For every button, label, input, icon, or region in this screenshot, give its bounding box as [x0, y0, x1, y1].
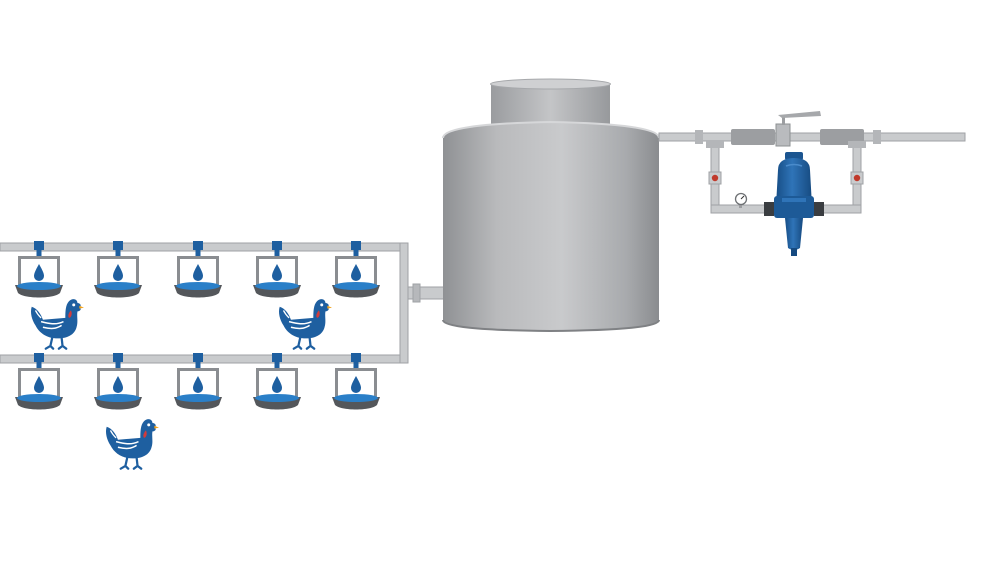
tank-lid: [490, 78, 611, 90]
upper-drinker-line-pipe: [0, 242, 409, 252]
ball-valve-icon: [708, 171, 722, 185]
chicken-icon: [104, 417, 161, 470]
water-tank-icon: [442, 78, 660, 333]
chicken-icon: [29, 297, 86, 350]
main-supply-pipe: [658, 132, 966, 142]
drinker-manifold: [0, 242, 447, 364]
ball-valve-icon: [850, 171, 864, 185]
dosing-pump-assembly: [658, 111, 966, 256]
pressure-gauge-icon: [734, 192, 748, 208]
dosing-pump-icon: [774, 152, 814, 256]
ball-valve-icon: [775, 111, 821, 147]
tank-body: [443, 122, 659, 331]
manifold-riser-pipe: [399, 242, 409, 364]
lower-drinker-line-pipe: [0, 354, 409, 364]
chicken-icon: [277, 297, 334, 350]
chickens: [29, 297, 334, 470]
tank-outlet-flange: [412, 283, 421, 303]
